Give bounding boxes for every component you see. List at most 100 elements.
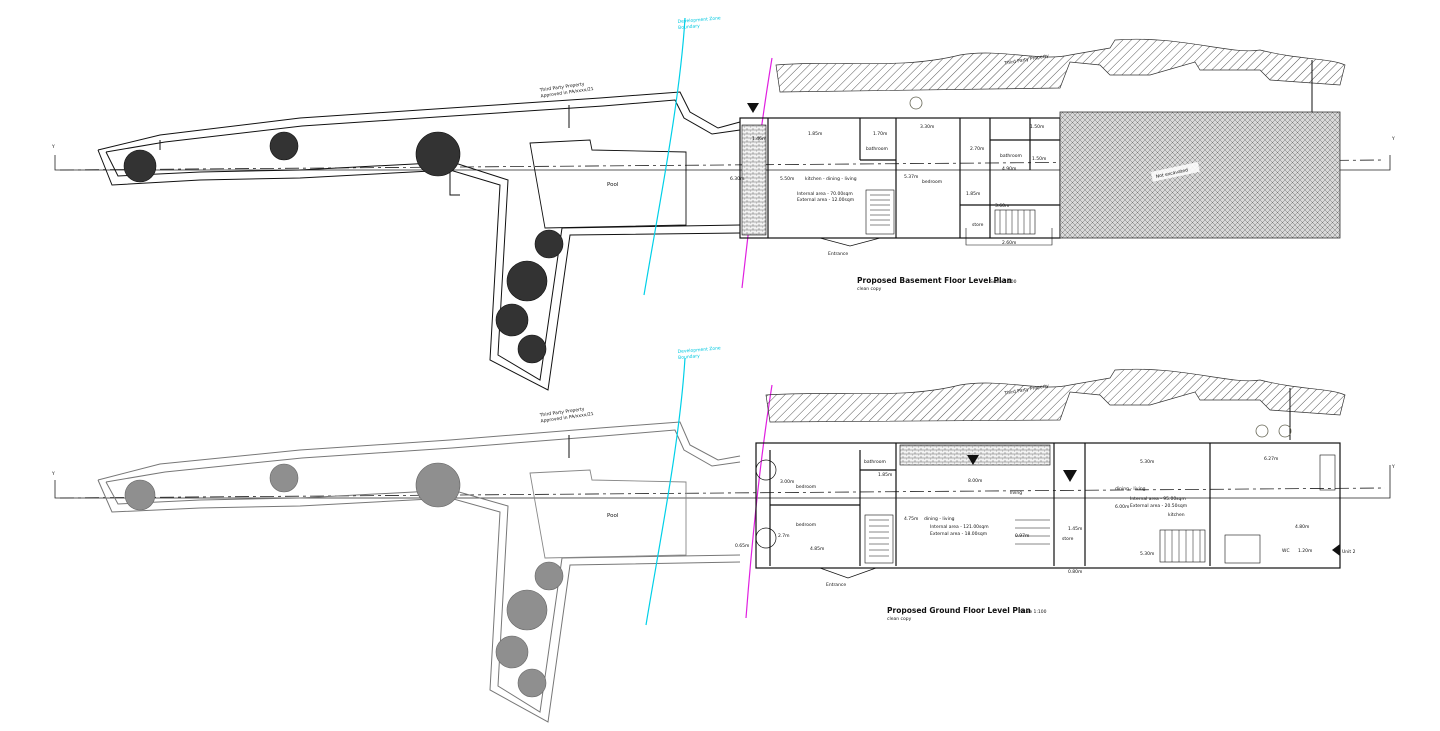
dimension-label: 6.00m <box>1115 504 1129 510</box>
dimension-label: 4.80m <box>1295 524 1309 530</box>
north-arrow-icon <box>1255 424 1269 438</box>
basement-plan: Y Y Pool Third Party Property A <box>51 15 1395 391</box>
tree-icon <box>495 635 529 669</box>
tree-icon <box>269 131 299 161</box>
room-label: kitchen - dining - living <box>805 176 857 182</box>
unit-arrow-icon <box>1332 544 1340 556</box>
tree-icon <box>124 479 156 511</box>
room-label: Entrance <box>826 582 846 588</box>
tree-icon <box>415 131 461 177</box>
development-zone-note: Development Zone Boundary <box>677 345 721 361</box>
tree-icon <box>517 334 547 364</box>
third-party-note-ground: Third Party Property Approved in PA/xxxx… <box>538 406 594 424</box>
tree-icon <box>506 260 548 302</box>
unit-label: Unit 2 <box>1342 549 1356 555</box>
dimension-label: 1.85m <box>808 131 822 137</box>
section-mark-left: Y <box>51 144 55 150</box>
entrance-arrow-icon <box>967 455 979 465</box>
section-mark-right: Y <box>1391 464 1395 470</box>
dimension-label: 1.85m <box>878 472 892 478</box>
room-label: store <box>972 222 984 228</box>
dimension-label: 2.70m <box>970 146 984 152</box>
north-arrow-icon <box>909 96 923 110</box>
dimension-label: 3.30m <box>920 124 934 130</box>
ground-plan: Y Y Pool Third Party Property Approved i… <box>51 345 1395 723</box>
entrance-arrow-icon <box>747 103 759 113</box>
dimension-label: 4.85m <box>810 546 824 552</box>
dimension-label: 1.85m <box>966 191 980 197</box>
trees-basement <box>123 131 564 364</box>
dimension-label: 4.90m <box>1002 166 1016 172</box>
terrain-hatch <box>765 368 1346 423</box>
room-label: bedroom <box>922 179 942 185</box>
tree-icon <box>506 589 548 631</box>
tree-icon <box>495 303 529 337</box>
room-label: store <box>1062 536 1074 542</box>
pool: Pool <box>529 139 687 229</box>
room-label: Internal area - 70.00sqm <box>797 191 853 197</box>
dimension-label: 4.75m <box>904 516 918 522</box>
scale-note: Scale 1:100 <box>990 279 1017 285</box>
room-label: dining - living <box>924 516 955 522</box>
third-party-note: Third Party Property Approved in PA/xxxx… <box>538 81 594 99</box>
entrance-arrow-icon <box>1063 470 1077 482</box>
dimension-label: 0.97m <box>1015 533 1029 539</box>
section-line-bottom <box>54 465 1391 499</box>
not-excavated-area <box>1059 111 1341 239</box>
sub-note: clean copy <box>887 616 912 622</box>
tree-icon <box>517 668 547 698</box>
tree-icon <box>269 463 299 493</box>
sub-note: clean copy <box>857 286 882 292</box>
dimension-label: 1.45m <box>1068 526 1082 532</box>
tree-icon <box>534 229 564 259</box>
svg-text:Boundary: Boundary <box>678 353 700 361</box>
plan-title: Proposed Basement Floor Level Plan <box>857 276 1012 285</box>
terrain-hatch <box>775 38 1346 93</box>
tree-icon <box>534 561 564 591</box>
site-boundary-line <box>745 384 773 619</box>
svg-text:Development Zone: Development Zone <box>677 15 721 25</box>
development-zone-note: Development Zone Boundary <box>677 15 721 31</box>
dimension-label: 3.60m <box>995 203 1009 209</box>
room-label: bathroom <box>866 146 888 152</box>
pool-label: Pool <box>607 182 619 188</box>
room-label: Entrance <box>828 251 848 257</box>
ground-building <box>755 442 1341 579</box>
pool-label: Pool <box>607 513 619 519</box>
dimension-label: 5.37m <box>904 174 918 180</box>
room-label: bathroom <box>1000 153 1022 159</box>
dimension-label: 1.50m <box>1030 124 1044 130</box>
dimension-label: 5.50m <box>780 176 794 182</box>
compass-icon <box>1278 424 1292 438</box>
tree-icon <box>123 149 157 183</box>
dimension-label: 6.27m <box>1264 456 1278 462</box>
room-label: bedroom <box>796 522 816 528</box>
dimension-label: 2.7m <box>778 533 790 539</box>
room-label: Internal area - 95.00sqm <box>1130 496 1186 502</box>
plan-title: Proposed Ground Floor Level Plan <box>887 606 1031 615</box>
dimension-label: 0.65m <box>735 543 749 549</box>
room-label: dining - living <box>1115 486 1146 492</box>
room-label: living <box>1010 490 1022 496</box>
dimension-label: 1.50m <box>1032 156 1046 162</box>
garden-strip <box>97 91 741 391</box>
dimension-label: 1.70m <box>873 131 887 137</box>
dimension-label: 3.00m <box>780 479 794 485</box>
dimension-label: 1.20m <box>1298 548 1312 554</box>
basement-building <box>739 117 1061 247</box>
room-label: External area - 12.00sqm <box>797 197 854 203</box>
dimension-label: 5.30m <box>1140 459 1154 465</box>
room-label: External area - 20.50sqm <box>1130 503 1187 509</box>
pool-ground: Pool <box>529 469 687 559</box>
dimension-label: 6.30m <box>730 176 744 182</box>
garden-strip-ground <box>97 421 741 723</box>
dimension-label: 1.46m <box>752 136 766 142</box>
room-label: kitchen <box>1168 512 1185 518</box>
svg-text:Development Zone: Development Zone <box>677 345 721 355</box>
room-label: bathroom <box>864 459 886 465</box>
room-label: WC <box>1282 548 1290 554</box>
tree-icon <box>415 462 461 508</box>
development-zone-line <box>643 17 686 296</box>
